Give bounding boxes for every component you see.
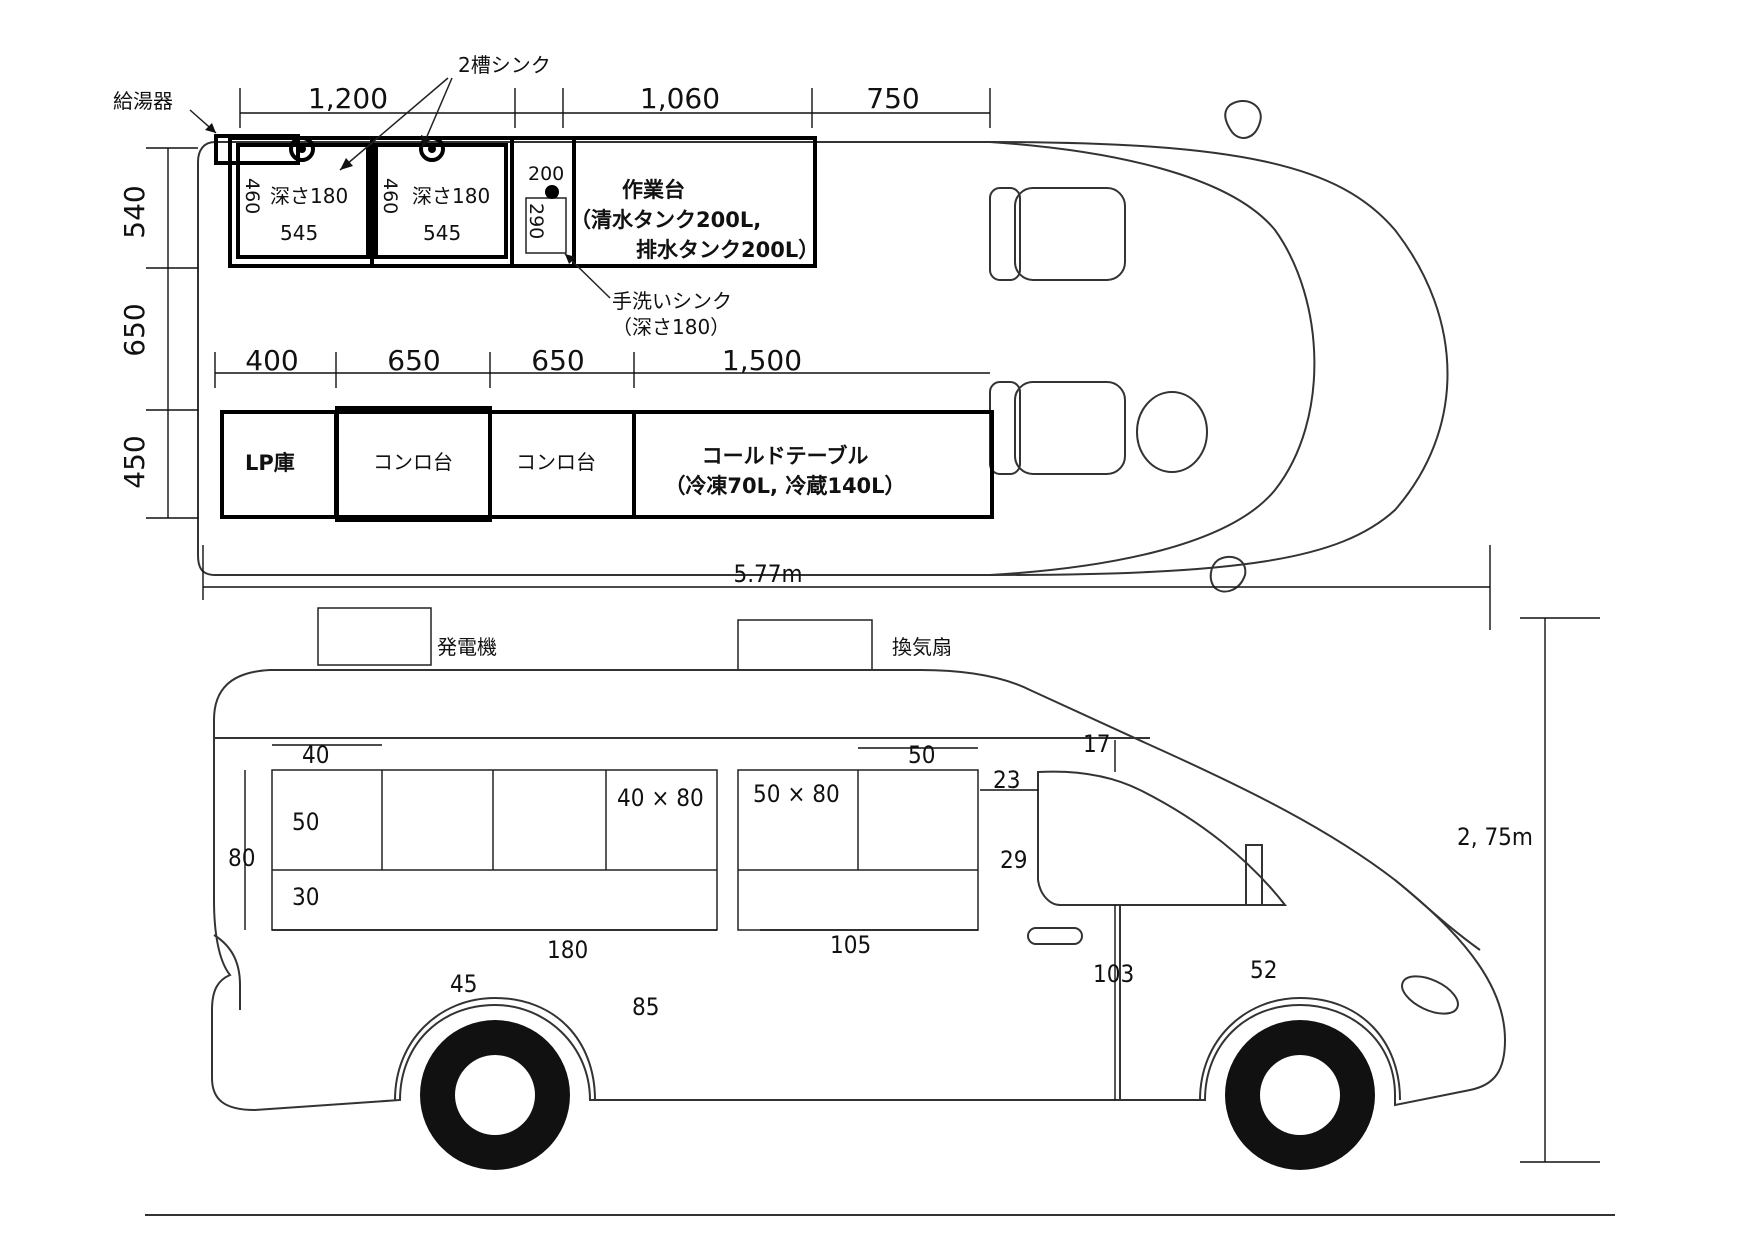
drain-icon [545,185,559,199]
hand-sink-depth: （深さ180） [612,315,730,339]
dimension-left [146,147,198,519]
dimension-top [239,88,991,128]
double-sink-label: 2槽シンク [458,53,551,77]
sink2-depth: 深さ180 [412,184,490,208]
dim-23: 23 [993,766,1020,794]
width-1500: 1,500 [722,344,802,377]
width-650a: 650 [387,344,440,377]
serving-window-left [271,769,718,931]
dim-80: 80 [228,844,255,872]
dim-45: 45 [450,970,477,998]
top-view: 1,200 1,060 750 400 650 650 1,500 540 65… [113,53,1449,593]
sink-1 [236,143,370,259]
worktable-line2: 排水タンク200L） [636,238,819,262]
hand-sink-height: 290 [525,203,547,239]
stove-2-label: コンロ台 [516,450,596,474]
fan-label: 換気扇 [892,635,952,659]
width-650b: 650 [531,344,584,377]
dim-52: 52 [1250,956,1277,984]
height-650: 650 [118,303,151,356]
width-1060: 1,060 [640,82,720,115]
generator-label: 発電機 [437,635,497,659]
hand-sink-label: 手洗いシンク [612,289,732,313]
driver-seat-back [989,187,1021,281]
hand-sink-width: 200 [528,163,564,185]
worktable-line1: （清水タンク200L, [570,208,761,232]
sink2-width: 545 [423,221,461,245]
dim-30: 30 [292,883,319,911]
width-750: 750 [866,82,919,115]
side-mirror-icon [1245,844,1263,906]
fan-box [737,619,873,671]
sink2-height: 460 [379,178,401,214]
dim-50b: 50 [908,741,935,769]
height-540: 540 [118,185,151,238]
sink1-depth: 深さ180 [270,184,348,208]
sink1-height: 460 [241,178,263,214]
upper-counter [228,136,817,268]
side-windshield [1037,770,1288,906]
width-400: 400 [245,344,298,377]
lower-counter [220,410,994,519]
dim-50x80: 50 × 80 [753,780,840,808]
van-side-outline [211,669,1507,1112]
sink1-width: 545 [280,221,318,245]
stove-1-label: コンロ台 [373,450,453,474]
mirror-top-icon [1224,100,1262,139]
dim-85: 85 [632,993,659,1021]
total-height: 2, 75m [1457,823,1533,851]
water-heater-box [214,134,300,165]
van-top-outline [197,141,1449,576]
door-handle-icon [1027,927,1083,945]
dim-103: 103 [1093,960,1134,988]
drain-icon [289,136,315,162]
side-view: 5.77m 2, 75m 発電機 換気扇 [145,545,1615,1216]
dim-40: 40 [302,741,329,769]
mirror-bottom-icon [1209,555,1247,593]
hand-sink-box [525,197,567,254]
dimension-bottom [214,352,990,388]
windshield-line [989,141,1316,576]
cold-table-title: コールドテーブル [702,444,869,468]
passenger-seat-icon [1014,381,1126,475]
steering-wheel-icon [1136,391,1208,473]
stove-1-box [335,406,492,522]
dim-40x80: 40 × 80 [617,784,704,812]
generator-box [317,607,432,666]
width-1200: 1,200 [308,82,388,115]
total-length: 5.77m [733,560,802,588]
dim-17: 17 [1083,730,1110,758]
dim-180: 180 [547,936,588,964]
lp-storage-label: LP庫 [245,451,295,475]
driver-seat-icon [1014,187,1126,281]
dim-105: 105 [830,931,871,959]
cold-table-sub: （冷凍70L, 冷蔵140L） [664,474,905,498]
worktable-title: 作業台 [622,178,685,202]
drain-icon [419,136,445,162]
height-450: 450 [118,435,151,488]
dim-29: 29 [1000,846,1027,874]
dim-50: 50 [292,808,319,836]
headlight-icon [1401,975,1459,1015]
water-heater-label: 給湯器 [113,89,173,113]
